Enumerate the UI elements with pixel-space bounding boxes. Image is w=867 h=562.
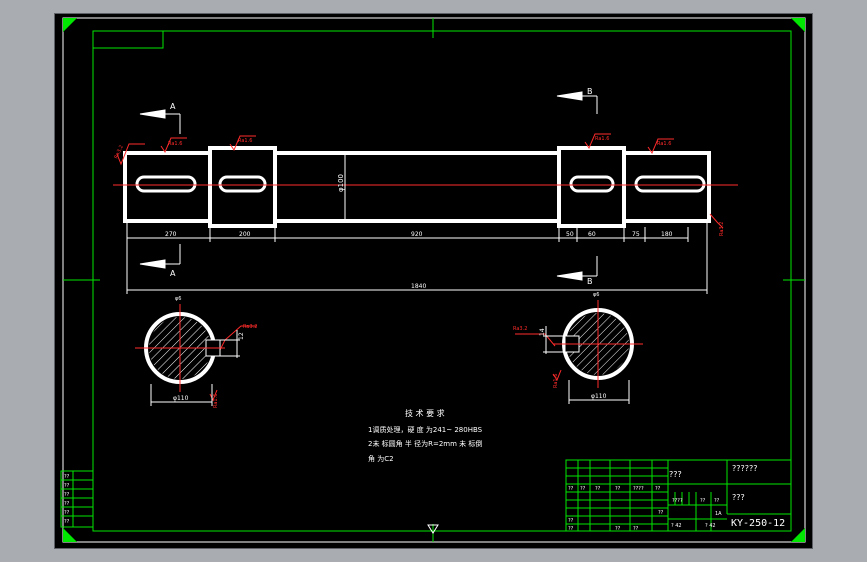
- scale-val-1: 1A: [715, 511, 722, 517]
- inner-frame: [92, 30, 792, 532]
- dim-sec-a-top: φ6: [175, 296, 181, 302]
- title-material: ???: [732, 493, 745, 502]
- section-mark-b-bottom: B: [587, 277, 593, 286]
- section-a-a: [135, 304, 240, 406]
- corner-mark-br: [791, 528, 805, 542]
- corner-mark-tl: [63, 18, 77, 32]
- section-mark-b-top: B: [587, 87, 593, 96]
- scale-header-1: ????: [672, 498, 683, 504]
- dim-d6: 75: [632, 231, 640, 238]
- corner-mark-tr: [791, 18, 805, 32]
- shaft-drawing: φ100 270 200 920 50 60 75 180 1840 A A B: [60, 17, 806, 543]
- dim-sec-b-key: 14: [539, 328, 546, 336]
- tb-bottom-1: ??: [568, 518, 574, 524]
- rev-row-5: ??: [64, 510, 70, 516]
- dim-d5: 60: [588, 231, 596, 238]
- tb-row2-4: ??: [615, 486, 621, 492]
- tb-row2-3: ??: [595, 486, 601, 492]
- tb-bottom-4: ??: [633, 526, 639, 532]
- tb-row2-1: ??: [568, 486, 574, 492]
- corner-mark-bl: [63, 528, 77, 542]
- top-left-box: [92, 30, 164, 49]
- dimension-lines: [126, 223, 708, 294]
- rev-row-6: ??: [64, 519, 70, 525]
- cad-viewport[interactable]: φ100 270 200 920 50 60 75 180 1840 A A B: [54, 13, 813, 549]
- roughness-7: Ra3.2: [243, 324, 257, 330]
- dim-d3: 920: [411, 231, 423, 238]
- roughness-3: Ra1.6: [238, 138, 252, 144]
- rev-row-2: ??: [64, 483, 70, 489]
- bottom-triangle: [427, 524, 439, 534]
- scale-header-3: ??: [714, 498, 720, 504]
- tech-notes-title: 技 术 要 求: [405, 408, 445, 418]
- roughness-6: Ra3.2: [719, 222, 725, 236]
- dim-d2: 200: [239, 231, 251, 238]
- roughness-8: Ra1.6: [213, 394, 219, 408]
- keyways: [135, 175, 706, 193]
- dim-overall: 1840: [411, 283, 426, 290]
- tb-row2-2: ??: [580, 486, 586, 492]
- section-mark-a-top: A: [170, 102, 176, 111]
- scale-header-2: ??: [700, 498, 706, 504]
- scale-val-3: ? 42: [705, 523, 716, 529]
- rev-row-4: ??: [64, 501, 70, 507]
- dim-sec-a-width: φ110: [173, 395, 189, 402]
- title-name-left: ???: [669, 470, 682, 479]
- roughness-9: Ra3.2: [513, 326, 527, 332]
- tech-notes-line3: 角 为C2: [368, 454, 394, 463]
- dim-d7: 180: [661, 231, 673, 238]
- rev-row-1: ??: [64, 474, 70, 480]
- dim-d1: 270: [165, 231, 177, 238]
- dim-sec-b-top: φ6: [593, 292, 599, 298]
- tb-row2-6: ??: [655, 486, 661, 492]
- roughness-4: Ra1.6: [595, 136, 609, 142]
- roughness-1: Ra3.2: [113, 144, 125, 160]
- roughness-2: Ra1.6: [168, 141, 182, 147]
- tb-bottom-2: ??: [568, 526, 574, 532]
- scale-val-2: ? 42: [671, 523, 682, 529]
- tech-notes-line2: 2未 标圆角 半 径为R=2mm 未 标倒: [368, 439, 482, 448]
- title-name-right: ??????: [732, 464, 757, 473]
- shaft-body: [123, 146, 711, 228]
- section-mark-a-bottom: A: [170, 269, 176, 278]
- tb-row2-7: ??: [658, 510, 664, 516]
- title-block: [565, 459, 792, 532]
- tb-row2-5: ????: [633, 486, 644, 492]
- dim-dia-main: φ100: [337, 174, 345, 192]
- dim-sec-b-width: φ110: [591, 393, 607, 400]
- rev-row-3: ??: [64, 492, 70, 498]
- tb-bottom-3: ??: [615, 526, 621, 532]
- revision-block: [60, 470, 94, 528]
- roughness-5: Ra1.6: [657, 141, 671, 147]
- tech-notes-line1: 1调质处理，硬 度 为241~ 280HBS: [368, 425, 483, 434]
- section-b-b: [543, 300, 643, 404]
- title-drawing-no: KY-250-12: [731, 518, 785, 529]
- dim-d4: 50: [566, 231, 574, 238]
- dim-sec-a-key: 12: [238, 332, 245, 340]
- outer-frame: [62, 17, 806, 543]
- roughness-10: Ra1.6: [553, 374, 559, 388]
- section-arrows: [139, 91, 598, 281]
